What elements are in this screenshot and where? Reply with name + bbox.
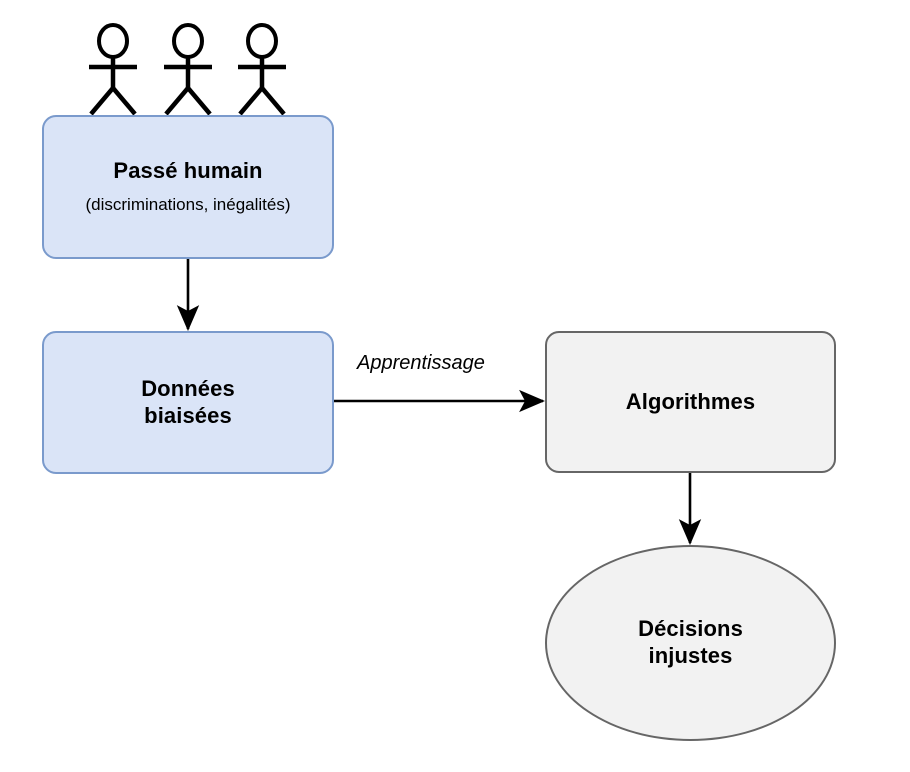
node-algorithms-title: Algorithmes bbox=[625, 388, 756, 414]
node-biased-data-title-line2: biaisées bbox=[144, 402, 232, 428]
stick-figure-icon bbox=[89, 23, 137, 116]
node-unfair-decisions-title-line1: Décisions bbox=[638, 616, 743, 642]
node-biased-data-title-line1: Données bbox=[141, 375, 235, 401]
node-human-past[interactable]: Passé humain (discriminations, inégalité… bbox=[42, 115, 334, 259]
stick-figure-group bbox=[89, 23, 286, 116]
node-biased-data[interactable]: Données biaisées bbox=[42, 331, 334, 474]
stick-figure-icon bbox=[238, 23, 286, 116]
edge-label-apprentissage: Apprentissage bbox=[357, 352, 485, 374]
node-human-past-title: Passé humain bbox=[113, 158, 263, 184]
node-human-past-subtitle: (discriminations, inégalités) bbox=[85, 195, 291, 215]
stick-figure-icon bbox=[164, 23, 212, 116]
node-algorithms[interactable]: Algorithmes bbox=[545, 331, 836, 473]
node-unfair-decisions[interactable]: Décisions injustes bbox=[545, 545, 836, 741]
node-unfair-decisions-title-line2: injustes bbox=[648, 643, 733, 668]
